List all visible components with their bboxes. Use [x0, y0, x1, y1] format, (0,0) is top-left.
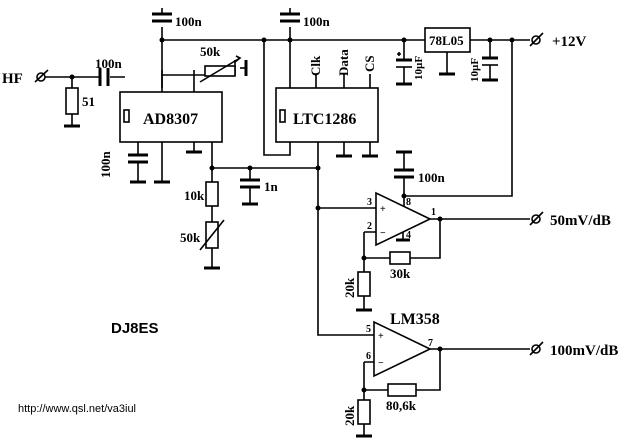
label-c-top1: 100n	[175, 14, 203, 29]
label-pot-top: 50k	[200, 44, 221, 59]
opamp2-minus: −	[378, 358, 384, 369]
resistor-20k-b	[357, 399, 371, 425]
label-r10k: 10k	[184, 188, 205, 203]
label-c-in: 100n	[95, 56, 123, 71]
pin-3: 3	[367, 197, 372, 208]
capacitor-left	[128, 153, 148, 164]
opamp-2	[373, 320, 432, 378]
label-r20k-b: 20k	[342, 405, 357, 426]
resistor-20k-a	[357, 271, 371, 297]
label-ltc1286: LTC1286	[293, 111, 356, 128]
label-r20k-a: 20k	[342, 277, 357, 298]
capacitor-top1	[152, 12, 172, 23]
pin-1: 1	[431, 207, 436, 218]
resistor-30k	[389, 251, 411, 265]
capacitor-opamp	[394, 168, 414, 179]
label-r30k: 30k	[390, 266, 411, 281]
label-c-10u-b: 10µF	[469, 58, 481, 82]
label-pot-mid: 50k	[180, 230, 201, 245]
pin-8: 8	[406, 197, 411, 208]
opamp1-minus: −	[380, 228, 386, 239]
label-output-50mv: 50mV/dB	[550, 213, 611, 229]
label-url: http://www.qsl.net/va3iul	[18, 403, 136, 415]
label-r51: 51	[82, 94, 95, 109]
pin-6: 6	[366, 351, 371, 362]
label-output-100mv: 100mV/dB	[550, 343, 618, 359]
opamp1-plus: +	[380, 204, 386, 215]
pin-cs: CS	[362, 55, 377, 72]
capacitor-top2	[280, 12, 300, 23]
label-c-top2: 100n	[303, 14, 331, 29]
capacitor-1n	[240, 178, 260, 189]
resistor-51	[65, 87, 79, 115]
label-author: DJ8ES	[111, 320, 159, 337]
resistor-10k	[205, 181, 219, 207]
label-ad8307: AD8307	[143, 111, 198, 128]
pin-4: 4	[406, 230, 411, 241]
label-c-opamp: 100n	[418, 170, 446, 185]
label-78l05: 78L05	[429, 33, 464, 48]
pin-2: 2	[367, 221, 372, 232]
resistor-80k	[387, 383, 417, 397]
chip-ltc1286	[275, 87, 379, 143]
label-r80k: 80,6k	[386, 398, 417, 413]
pin-5: 5	[366, 324, 371, 335]
label-hf: HF	[2, 71, 23, 87]
chip-ad8307	[119, 91, 223, 143]
pin-data: Data	[336, 49, 351, 76]
capacitor-input	[98, 68, 110, 86]
trimmer-50k-top	[204, 65, 236, 77]
label-vcc: +12V	[552, 34, 587, 50]
label-c-left: 100n	[98, 151, 113, 179]
pin-7: 7	[428, 338, 433, 349]
label-c-10u-a: 10µF	[413, 56, 425, 80]
opamp2-plus: +	[378, 331, 384, 342]
label-c-1n: 1n	[264, 179, 279, 194]
label-lm358: LM358	[390, 311, 440, 328]
pin-clk: Clk	[308, 55, 323, 76]
